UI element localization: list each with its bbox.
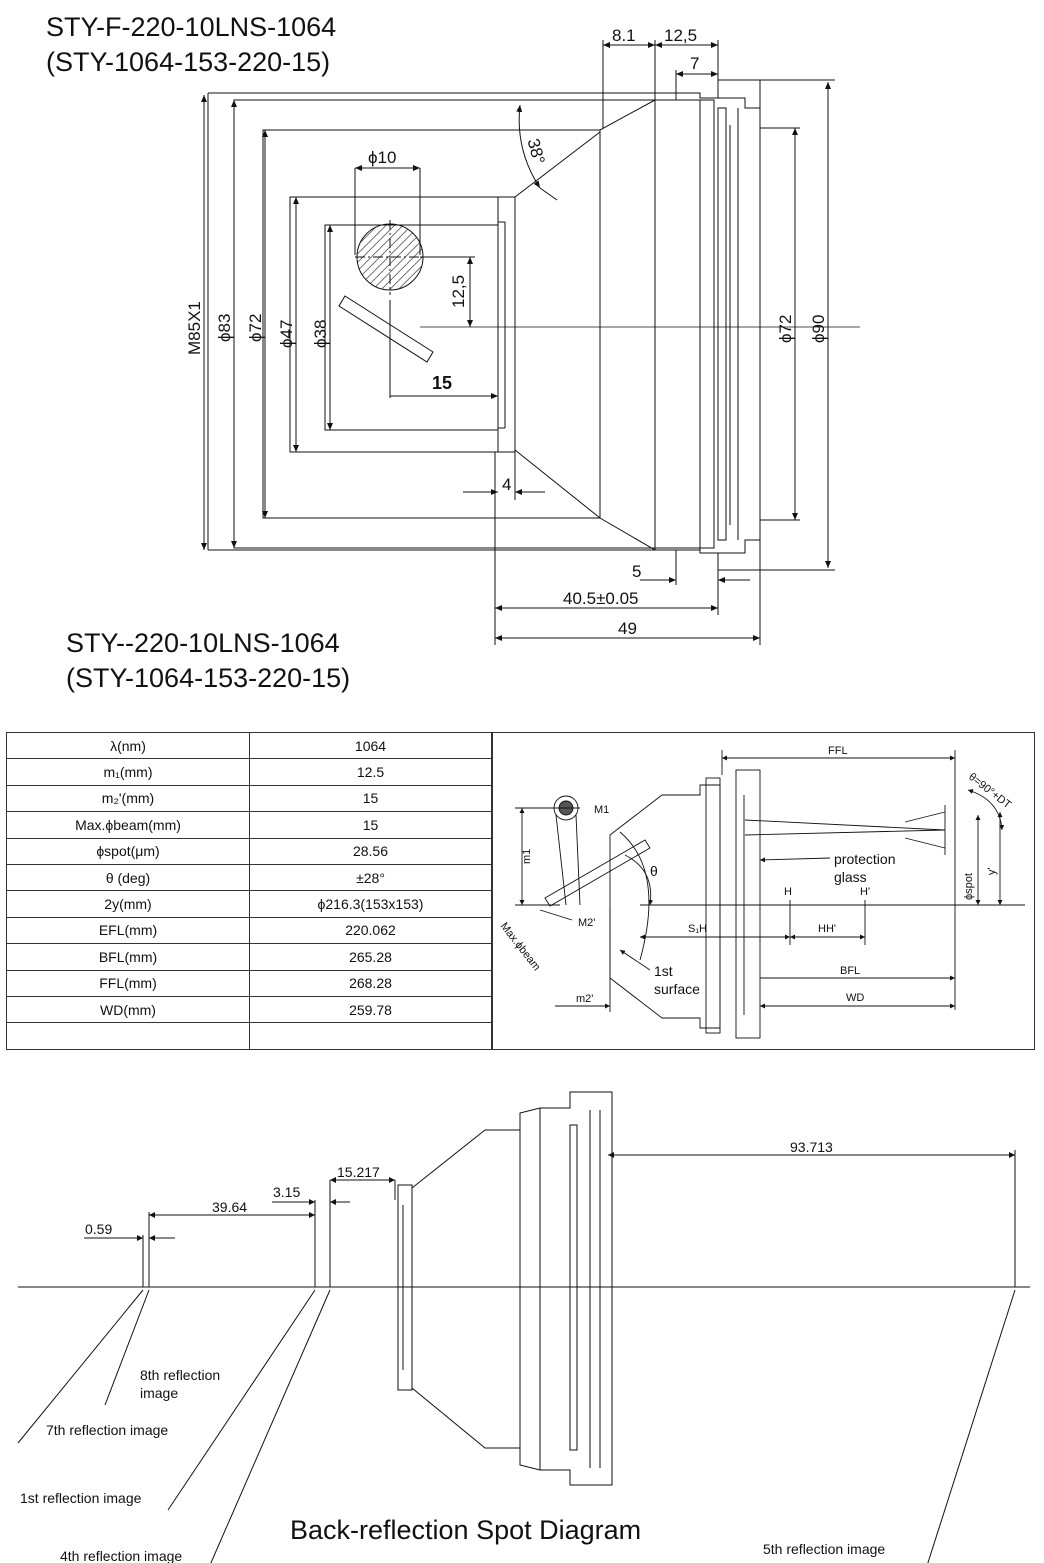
table-row: EFL(mm)220.062 bbox=[6, 916, 492, 945]
table-cell-value: 265.28 bbox=[249, 943, 492, 971]
spec-table: λ(nm)1064 m₁(mm)12.5 m₂'(mm)15 Max.ϕbeam… bbox=[6, 731, 492, 1050]
label-1st-reflection: 1st reflection image bbox=[20, 1490, 142, 1506]
table-cell-value: ±28° bbox=[249, 863, 492, 892]
table-row: 2y(mm)ϕ216.3(153x153) bbox=[6, 890, 492, 918]
table-cell-param: WD(mm) bbox=[6, 995, 250, 1024]
dim-phi38: ϕ38 bbox=[311, 320, 330, 348]
dim-phi47: ϕ47 bbox=[277, 320, 296, 348]
table-cell-param bbox=[6, 1022, 250, 1050]
dim-15: 15 bbox=[432, 373, 452, 393]
dim-12-5-vertical: 12,5 bbox=[449, 275, 468, 308]
mechanical-drawing: 8.1 12,5 7 38° ϕ10 12,5 15 M85X1 ϕ83 ϕ72… bbox=[185, 26, 860, 645]
dim-phi72-right: ϕ72 bbox=[776, 315, 795, 343]
table-cell-param: FFL(mm) bbox=[6, 969, 250, 997]
spec-title-line1: STY--220-10LNS-1064 bbox=[66, 628, 340, 658]
dim-phi10: ϕ10 bbox=[368, 148, 396, 167]
label-8th-reflection-2: image bbox=[140, 1385, 178, 1401]
label-5th-reflection: 5th reflection image bbox=[763, 1541, 885, 1557]
dim-12-5-top: 12,5 bbox=[664, 26, 697, 45]
drawing-title-line2: (STY-1064-153-220-15) bbox=[46, 47, 331, 77]
dim-5: 5 bbox=[632, 562, 641, 581]
optics-schematic-frame bbox=[492, 732, 1035, 1050]
dim-93-713: 93.713 bbox=[790, 1139, 833, 1155]
table-cell-param: m₁(mm) bbox=[6, 758, 250, 786]
dim-phi72-left: ϕ72 bbox=[246, 314, 265, 342]
label-7th-reflection: 7th reflection image bbox=[46, 1422, 168, 1438]
table-cell-value: 28.56 bbox=[249, 837, 492, 865]
label-4th-reflection: 4th reflection image bbox=[60, 1548, 182, 1563]
dim-7: 7 bbox=[690, 54, 699, 73]
table-cell-value: 1064 bbox=[249, 731, 492, 760]
table-row: ϕspot(μm)28.56 bbox=[6, 837, 492, 865]
dim-0-59: 0.59 bbox=[85, 1221, 112, 1237]
table-cell-param: m₂'(mm) bbox=[6, 784, 250, 813]
table-row: θ (deg)±28° bbox=[6, 863, 492, 892]
table-cell-value: 259.78 bbox=[249, 995, 492, 1024]
dim-phi90: ϕ90 bbox=[809, 315, 828, 343]
table-cell-value: ϕ216.3(153x153) bbox=[249, 890, 492, 918]
table-cell-value: 12.5 bbox=[249, 758, 492, 786]
table-cell-value: 268.28 bbox=[249, 969, 492, 997]
table-cell-param: BFL(mm) bbox=[6, 943, 250, 971]
table-row: FFL(mm)268.28 bbox=[6, 969, 492, 997]
table-cell-param: θ (deg) bbox=[6, 863, 250, 892]
table-row: m₁(mm)12.5 bbox=[6, 758, 492, 786]
table-row: WD(mm)259.78 bbox=[6, 995, 492, 1024]
dim-4: 4 bbox=[502, 475, 511, 494]
table-row: BFL(mm)265.28 bbox=[6, 943, 492, 971]
dim-3-15: 3.15 bbox=[273, 1184, 300, 1200]
table-cell-value: 15 bbox=[249, 811, 492, 839]
table-row: Max.ϕbeam(mm)15 bbox=[6, 811, 492, 839]
table-cell-value: 220.062 bbox=[249, 916, 492, 945]
drawing-title-line1: STY-F-220-10LNS-1064 bbox=[46, 12, 337, 42]
dim-phi83: ϕ83 bbox=[215, 314, 234, 342]
table-cell-value: 15 bbox=[249, 784, 492, 813]
table-cell-param: EFL(mm) bbox=[6, 916, 250, 945]
table-row bbox=[6, 1022, 492, 1050]
dim-m85x1: M85X1 bbox=[185, 301, 204, 355]
spec-title-line2: (STY-1064-153-220-15) bbox=[66, 663, 351, 693]
spot-diagram-title: Back-reflection Spot Diagram bbox=[290, 1515, 642, 1545]
table-cell-value bbox=[249, 1022, 492, 1050]
dim-38-deg: 38° bbox=[524, 136, 549, 166]
dim-40-5: 40.5±0.05 bbox=[563, 589, 639, 608]
label-8th-reflection-1: 8th reflection bbox=[140, 1367, 220, 1383]
table-row: m₂'(mm)15 bbox=[6, 784, 492, 813]
dim-39-64: 39.64 bbox=[212, 1199, 247, 1215]
table-row: λ(nm)1064 bbox=[6, 731, 492, 760]
table-cell-param: 2y(mm) bbox=[6, 890, 250, 918]
table-cell-param: ϕspot(μm) bbox=[6, 837, 250, 865]
table-cell-param: Max.ϕbeam(mm) bbox=[6, 811, 250, 839]
table-cell-param: λ(nm) bbox=[6, 731, 250, 760]
dim-8-1: 8.1 bbox=[612, 26, 636, 45]
dim-15-217: 15.217 bbox=[337, 1164, 380, 1180]
dim-49: 49 bbox=[618, 619, 637, 638]
